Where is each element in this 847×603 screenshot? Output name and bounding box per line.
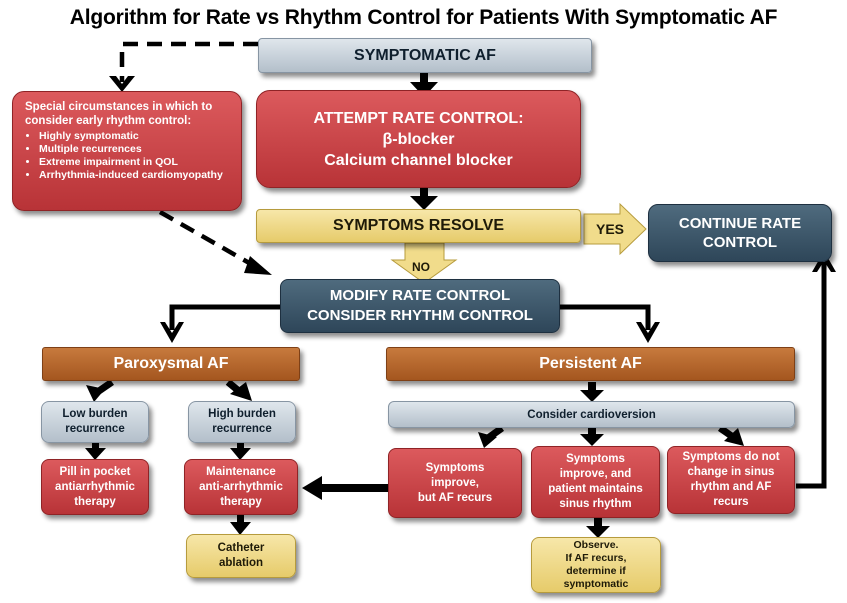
cardioversion-label: Consider cardioversion [527,408,656,421]
paroxysmal-af-box: Paroxysmal AF [42,347,300,381]
observe-line2: If AF recurs, [565,552,627,564]
arrow-high-to-maintenance [230,442,251,460]
dashed-arrow-to-modify [158,210,272,275]
arrow-rate-to-resolve [410,188,438,210]
continue-rate-line2: CONTROL [702,234,778,251]
arrow-cardioversion-to-recurs [478,425,505,448]
maintain-line1: Symptoms [566,453,625,465]
high-burden-line2: recurrence [212,423,272,435]
arrow-paroxysmal-to-low [86,379,114,402]
low-burden-line2: recurrence [65,423,125,435]
special-heading-2: consider early rhythm control: [25,115,192,127]
improve-but-recurs-box: Symptoms improve, but AF recurs [388,448,522,518]
maintenance-line1: Maintenance [206,465,276,478]
maintenance-line3: therapy [220,495,262,508]
maintain-line3: patient maintains [548,483,643,495]
observe-line4: symptomatic [563,578,629,590]
maintenance-therapy-box: Maintenance anti-arrhythmic therapy [184,459,298,515]
arrow-nochange-to-continue [796,251,836,489]
improve-maintains-box: Symptoms improve, and patient maintains … [531,446,660,518]
no-arrow [390,242,458,284]
continue-rate-control-box: CONTINUE RATE CONTROL [648,204,832,262]
arrow-cardioversion-to-nochange [718,425,744,446]
arrow-modify-to-persistent [560,304,660,343]
maintain-line2: improve, and [559,468,632,480]
special-item: Multiple recurrences [39,143,223,156]
pill-line1: Pill in pocket [59,465,131,478]
arrow-persistent-to-cardioversion [580,382,604,402]
arrow-recurs-to-maintenance [302,476,388,500]
low-burden-box: Low burden recurrence [41,401,149,443]
special-item: Highly symptomatic [39,130,223,143]
catheter-line1: Catheter [217,542,265,554]
special-item: Extreme impairment in QOL [39,156,223,169]
symptomatic-af-box: SYMPTOMATIC AF [258,38,592,73]
high-burden-line1: High burden [208,408,276,420]
pill-line3: therapy [74,495,116,508]
yes-arrow [583,202,647,256]
arrow-cardioversion-to-maintain [580,428,604,446]
rate-control-ccb: Calcium channel blocker [324,151,513,169]
recurs-line3: but AF recurs [417,491,493,504]
special-list: Highly symptomatic Multiple recurrences … [25,130,223,182]
modify-rate-control-box: MODIFY RATE CONTROL CONSIDER RHYTHM CONT… [280,279,560,333]
pill-in-pocket-box: Pill in pocket antiarrhythmic therapy [41,459,149,515]
no-label: NO [412,260,430,274]
rate-control-heading: ATTEMPT RATE CONTROL: [313,109,524,127]
no-change-box: Symptoms do not change in sinus rhythm a… [667,446,795,514]
nochange-line4: recurs [713,496,749,508]
special-circumstances-box: Special circumstances in which to consid… [12,91,242,211]
dashed-arrow-to-special [109,41,258,92]
pill-line2: antiarrhythmic [55,480,135,493]
rate-control-beta-blocker: β-blocker [382,130,455,148]
maintain-line4: sinus rhythm [559,498,632,510]
catheter-ablation-box: Catheter ablation [186,534,296,578]
consider-cardioversion-box: Consider cardioversion [388,401,795,428]
maintenance-line2: anti-arrhythmic [199,480,283,493]
observe-line3: determine if [566,565,626,577]
low-burden-line1: Low burden [62,408,128,420]
nochange-line3: rhythm and AF [690,481,772,493]
observe-line1: Observe. [573,539,619,551]
recurs-line2: improve, [431,476,479,489]
symptoms-resolve-label: SYMPTOMS RESOLVE [333,217,504,234]
recurs-line1: Symptoms [425,461,485,474]
yes-label: YES [596,221,625,237]
continue-rate-line1: CONTINUE RATE [678,215,802,232]
catheter-line2: ablation [218,557,264,569]
modify-line1: MODIFY RATE CONTROL [329,287,511,304]
arrow-maintain-to-observe [586,516,610,538]
modify-line2: CONSIDER RHYTHM CONTROL [307,307,533,324]
special-heading-1: Special circumstances in which to [25,101,213,113]
arrow-paroxysmal-to-high [225,379,252,401]
persistent-af-label: Persistent AF [539,355,642,372]
nochange-line1: Symptoms do not [682,451,780,463]
arrow-modify-to-paroxysmal [160,304,280,343]
observe-box: Observe. If AF recurs, determine if symp… [531,537,661,593]
persistent-af-box: Persistent AF [386,347,795,381]
arrow-symptomatic-to-rate [410,72,438,97]
nochange-line2: change in sinus [687,466,775,478]
diagram-title: Algorithm for Rate vs Rhythm Control for… [69,6,778,29]
attempt-rate-control-box: ATTEMPT RATE CONTROL: β-blocker Calcium … [256,90,581,188]
arrow-low-to-pill [85,442,106,460]
special-item: Arrhythmia-induced cardiomyopathy [39,169,223,182]
arrow-maintenance-to-catheter [230,515,251,535]
symptomatic-af-label: SYMPTOMATIC AF [354,46,496,64]
symptoms-resolve-box: SYMPTOMS RESOLVE [256,209,581,243]
paroxysmal-af-label: Paroxysmal AF [113,355,229,372]
high-burden-box: High burden recurrence [188,401,296,443]
